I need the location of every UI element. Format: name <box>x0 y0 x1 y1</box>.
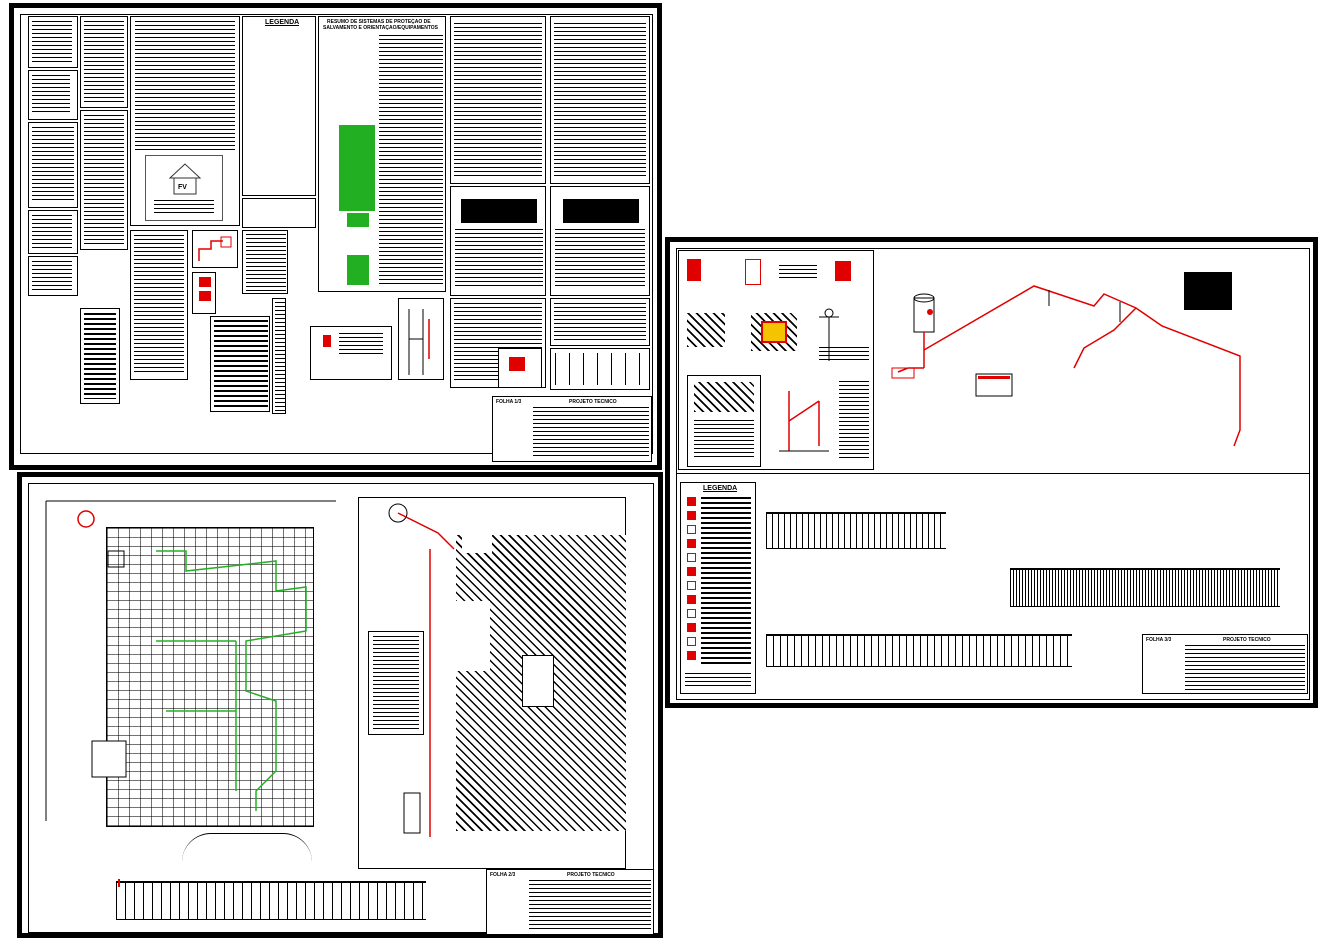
stamp-3-prancha: FOLHA 2/3 <box>490 872 516 878</box>
drawing-sheet-3: FOLHA 2/3 PROJETO TÉCNICO <box>17 472 663 938</box>
detail-cabinet <box>192 272 216 314</box>
elevation-c <box>766 634 1072 667</box>
drawing-sheet-2: LEGENDA FOLHA 3/3 PROJETO TÉCNICO <box>665 237 1318 708</box>
notes-block-d <box>28 210 78 254</box>
stamp-2-projeto: PROJETO TÉCNICO <box>1223 637 1271 643</box>
notes-block-b <box>28 70 78 120</box>
pipe-table <box>210 316 270 412</box>
notes-block-a <box>28 16 78 68</box>
elevation-a <box>766 512 946 549</box>
notes-table-lower-2 <box>550 298 650 346</box>
spec-table-right <box>550 16 650 184</box>
floor-plan-overlay <box>45 500 336 821</box>
exit-signs-block <box>339 125 375 211</box>
sheet-3-frame <box>28 483 654 933</box>
house-logo-icon <box>168 163 202 195</box>
exit-signs-block-2 <box>347 213 369 227</box>
legend-title-2: LEGENDA <box>703 485 738 492</box>
stamp-1-projeto: PROJETO TÉCNICO <box>569 399 617 405</box>
legend-panel-2: LEGENDA <box>680 482 756 694</box>
notes-block-i <box>130 230 188 380</box>
notes-block-h <box>80 308 120 404</box>
detail-hydrant <box>192 230 238 268</box>
notes-block-e <box>28 256 78 296</box>
legend-panel: LEGENDA <box>242 16 316 196</box>
notes-block-c <box>28 122 78 208</box>
general-notes-block: FV <box>130 16 240 226</box>
title-stamp-1: FOLHA 1/3 PROJETO TÉCNICO <box>492 396 652 462</box>
exit-signs-block-3 <box>347 255 369 285</box>
legend-table-panel <box>242 230 288 294</box>
logo-text: FV <box>178 184 187 191</box>
pipe-table-2 <box>272 298 286 414</box>
summary-title-1: RESUMO DE SISTEMAS DE PROTEÇÃO DE <box>327 19 431 25</box>
facade-elevation <box>116 881 426 920</box>
calc-table-right <box>550 186 650 296</box>
legend-title: LEGENDA <box>265 19 300 26</box>
legend-lower-panel <box>242 198 316 228</box>
cabinet-detail-a <box>745 259 761 285</box>
site-plan-cutout-3 <box>462 535 492 553</box>
sheet-2-frame <box>676 248 1310 700</box>
summary-table: RESUMO DE SISTEMAS DE PROTEÇÃO DE SALVAM… <box>318 16 446 292</box>
notes-block-f <box>80 16 128 108</box>
summary-small-table <box>550 348 650 390</box>
spec-table-left <box>450 16 546 184</box>
stamp-1-prancha: FOLHA 1/3 <box>496 399 522 405</box>
site-notes <box>368 631 424 735</box>
drawing-sheet-1: FV LEGENDA RESUMO DE SISTEMAS DE PROTEÇÃ… <box>9 3 662 470</box>
calc-table-left <box>450 186 546 296</box>
isometric-pipe-diagram <box>891 272 1241 447</box>
stamp-3-projeto: PROJETO TÉCNICO <box>567 872 615 878</box>
logo-box: FV <box>145 155 223 221</box>
summary-title-2: SALVAMENTO E ORIENTAÇÃO/EQUIPAMENTOS <box>323 25 439 31</box>
riser-detail <box>779 391 829 452</box>
stamp-2-prancha: FOLHA 3/3 <box>1146 637 1172 643</box>
notes-block-g <box>80 110 128 250</box>
detail-section <box>398 298 444 380</box>
elevation-b <box>1010 568 1280 607</box>
title-stamp-2: FOLHA 3/3 PROJETO TÉCNICO <box>1142 634 1308 694</box>
title-stamp-3: FOLHA 2/3 PROJETO TÉCNICO <box>486 869 654 935</box>
floor-plan <box>106 527 314 827</box>
sheet-1-frame <box>20 14 653 454</box>
parking-area <box>182 833 312 862</box>
details-panel <box>678 250 874 470</box>
site-plan-cutout-1 <box>456 601 490 671</box>
extinguisher-cabinet-icon <box>687 259 701 281</box>
site-plan-cutout-2 <box>522 655 554 707</box>
detail-pump <box>498 348 542 388</box>
detail-extinguisher <box>310 326 392 380</box>
section-detail <box>687 375 761 467</box>
